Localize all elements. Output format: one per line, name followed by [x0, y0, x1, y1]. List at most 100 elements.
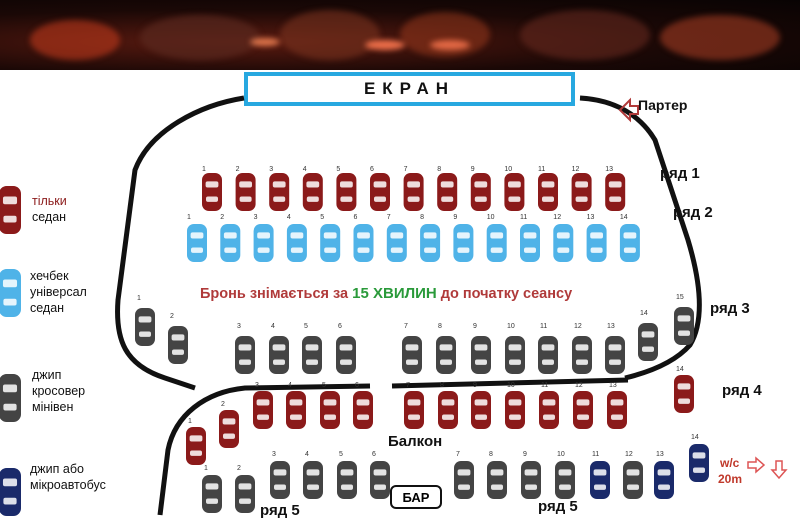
seat-number: 12: [553, 214, 561, 221]
row-5-right-label: ряд 5: [538, 498, 578, 515]
car-seat-row4[interactable]: [219, 410, 239, 448]
car-seat-row3[interactable]: [572, 336, 592, 374]
car-seat-row1[interactable]: [470, 173, 491, 211]
car-seat-row5[interactable]: [654, 461, 674, 499]
car-seat-row2[interactable]: [420, 224, 441, 262]
car-seat-row4[interactable]: [438, 391, 458, 429]
car-seat-row3[interactable]: [538, 336, 558, 374]
legend-car-icon[interactable]: [0, 186, 21, 234]
car-seat-row1[interactable]: [437, 173, 458, 211]
car-seat-row2[interactable]: [520, 224, 540, 262]
seat-number: 4: [288, 382, 292, 389]
car-seat-row5[interactable]: [454, 461, 474, 499]
seat-number: 10: [507, 323, 515, 330]
seat-number: 1: [204, 465, 208, 472]
legend-suv-line1: джип: [32, 368, 62, 382]
car-seat-row4[interactable]: [573, 391, 593, 429]
car-seat-row2[interactable]: [320, 224, 341, 262]
car-seat-row5[interactable]: [235, 475, 255, 513]
car-seat-row1[interactable]: [302, 173, 323, 211]
car-seat-row3[interactable]: [402, 336, 422, 374]
car-seat-row3[interactable]: [302, 336, 322, 374]
seat-number: 13: [587, 214, 595, 221]
car-seat-row3[interactable]: [336, 336, 356, 374]
car-seat-row1[interactable]: [370, 173, 390, 211]
legend-car-icon[interactable]: [0, 374, 21, 422]
legend-van-line2: мікроавтобус: [30, 478, 106, 492]
car-seat-row3[interactable]: [674, 307, 694, 345]
car-seat-row3[interactable]: [471, 336, 491, 374]
car-seat-row5[interactable]: [487, 461, 507, 499]
car-seat-row4[interactable]: [607, 391, 627, 429]
balcony-label: Балкон: [388, 433, 443, 450]
car-seat-row4[interactable]: [471, 391, 491, 429]
car-seat-row2[interactable]: [619, 224, 640, 262]
row-1-label: ряд 1: [660, 165, 700, 182]
car-seat-row4[interactable]: [404, 391, 424, 429]
car-seat-row5[interactable]: [337, 461, 357, 499]
car-seat-row1[interactable]: [605, 173, 626, 211]
car-seat-row4[interactable]: [320, 391, 340, 429]
car-seat-row4[interactable]: [505, 391, 525, 429]
car-seat-row5[interactable]: [521, 461, 541, 499]
seat-number: 4: [271, 323, 275, 330]
car-seat-row4[interactable]: [539, 391, 559, 429]
car-seat-row3[interactable]: [638, 323, 658, 361]
car-seat-row2[interactable]: [553, 224, 574, 262]
car-seat-row4[interactable]: [253, 391, 273, 429]
car-seat-row2[interactable]: [586, 224, 607, 262]
car-seat-row4[interactable]: [186, 427, 206, 465]
car-seat-row1[interactable]: [504, 173, 525, 211]
car-seat-row3[interactable]: [605, 336, 625, 374]
car-seat-row2[interactable]: [353, 224, 374, 262]
car-seat-row2[interactable]: [386, 224, 407, 262]
row-5-left-label: ряд 5: [260, 502, 300, 519]
car-seat-row5[interactable]: [370, 461, 390, 499]
seat-number: 8: [437, 166, 441, 173]
seat-number: 3: [254, 214, 258, 221]
car-seat-row5[interactable]: [270, 461, 290, 499]
seat-number: 2: [236, 166, 240, 173]
car-seat-row2[interactable]: [453, 224, 474, 262]
car-seat-row3[interactable]: [168, 326, 188, 364]
car-seat-row5[interactable]: [623, 461, 643, 499]
car-seat-row1[interactable]: [538, 173, 558, 211]
seat-number: 7: [387, 214, 391, 221]
car-seat-row4[interactable]: [674, 375, 694, 413]
car-seat-row1[interactable]: [336, 173, 357, 211]
seat-number: 10: [557, 451, 565, 458]
legend-car-icon[interactable]: [0, 468, 21, 516]
parter-boundary-right: [579, 95, 702, 381]
seat-number: 3: [272, 451, 276, 458]
notice-after: до початку сеансу: [436, 286, 573, 302]
car-seat-row5[interactable]: [689, 444, 709, 482]
car-seat-row2[interactable]: [187, 224, 207, 262]
car-seat-row1[interactable]: [202, 173, 222, 211]
car-seat-row2[interactable]: [220, 224, 241, 262]
seat-number: 3: [269, 166, 273, 173]
wc-label: w/c: [720, 456, 740, 470]
car-seat-row3[interactable]: [269, 336, 289, 374]
car-seat-row5[interactable]: [202, 475, 222, 513]
car-seat-row3[interactable]: [235, 336, 255, 374]
legend-car-icon[interactable]: [0, 269, 21, 317]
car-seat-row4[interactable]: [286, 391, 306, 429]
car-seat-row1[interactable]: [269, 173, 290, 211]
car-seat-row5[interactable]: [555, 461, 575, 499]
car-seat-row5[interactable]: [303, 461, 323, 499]
car-seat-row3[interactable]: [436, 336, 456, 374]
legend-hatch-line2: універсал: [30, 285, 87, 299]
car-seat-row3[interactable]: [135, 308, 155, 346]
car-seat-row1[interactable]: [403, 173, 424, 211]
car-seat-row1[interactable]: [571, 173, 592, 211]
car-seat-row3[interactable]: [505, 336, 525, 374]
seat-number: 13: [609, 382, 617, 389]
car-seat-row5[interactable]: [590, 461, 610, 499]
car-seat-row1[interactable]: [235, 173, 256, 211]
legend-van: джип або мікроавтобус: [30, 461, 106, 493]
car-seat-row2[interactable]: [286, 224, 307, 262]
car-seat-row2[interactable]: [253, 224, 274, 262]
car-seat-row4[interactable]: [353, 391, 373, 429]
car-seat-row2[interactable]: [486, 224, 507, 262]
seat-number: 10: [487, 214, 495, 221]
